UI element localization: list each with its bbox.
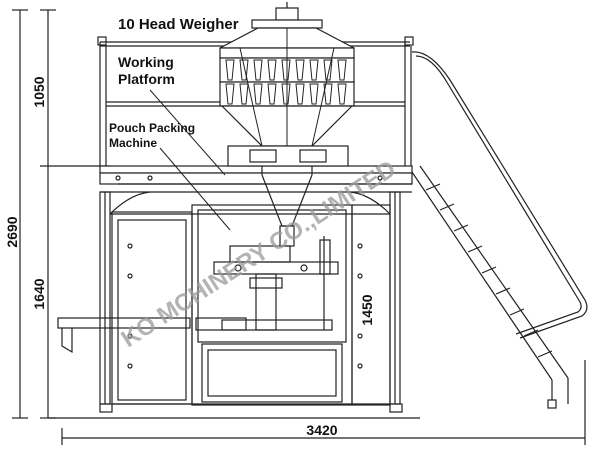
weigher-height-dimension: 1050 [31, 76, 47, 107]
discharge-conveyor [57, 317, 247, 354]
working-platform-deck [99, 165, 413, 193]
overall-width-dimension: 3420 [306, 422, 337, 438]
platform-label-line1: Working [118, 54, 174, 70]
access-stairs [411, 51, 588, 409]
overall-height-dimension: 2690 [4, 216, 20, 247]
weigher-buckets [225, 28, 347, 147]
machine-height-dimension: 1450 [359, 294, 375, 325]
leader-lines [149, 89, 231, 231]
weigher-label: 10 Head Weigher [118, 16, 239, 33]
platform-legs [99, 191, 403, 413]
platform-height-dimension: 1640 [31, 278, 47, 309]
bottom-dimension-line [48, 360, 586, 445]
filling-mechanism [213, 174, 339, 331]
left-dimension-lines [12, 9, 110, 419]
packing-machine-frame [111, 204, 391, 406]
packing-label-line2: Machine [109, 136, 157, 150]
platform-label-line2: Platform [118, 71, 175, 87]
packing-label-line1: Pouch Packing [109, 121, 195, 135]
